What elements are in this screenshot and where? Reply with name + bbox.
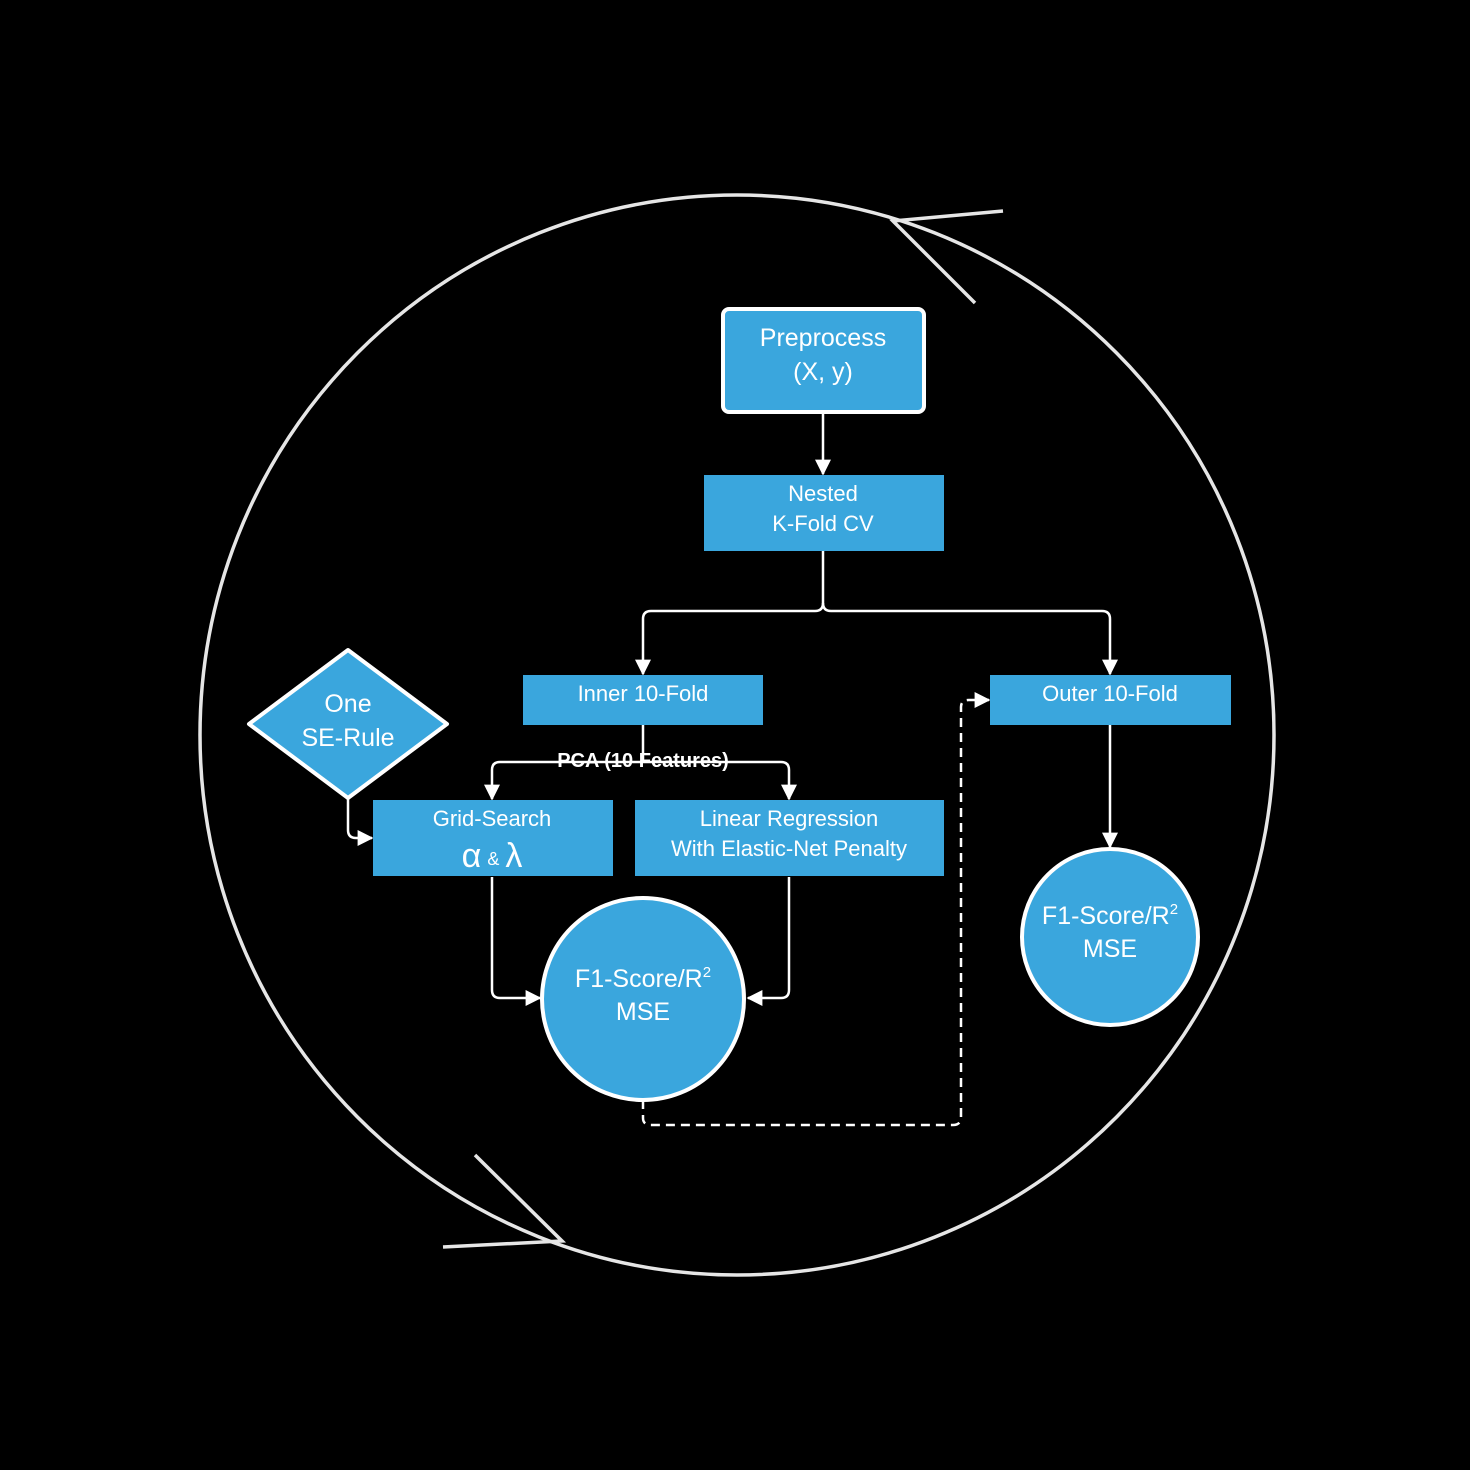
one-se-rule-node: One SE-Rule — [247, 648, 449, 800]
edge-se-rule-to-grid-search — [346, 798, 374, 846]
alpha-symbol: α — [462, 837, 482, 875]
svg-text:Nested: Nested — [788, 481, 858, 506]
outer-metrics-node: F1-Score/R2 MSE — [1020, 847, 1200, 1027]
svg-text:K-Fold CV: K-Fold CV — [772, 511, 874, 536]
svg-text:MSE: MSE — [1083, 935, 1137, 963]
edge-grid-search-to-inner-metrics — [490, 877, 542, 1006]
lambda-symbol: λ — [505, 837, 522, 875]
svg-text:Linear Regression: Linear Regression — [700, 806, 879, 831]
nested-kfold-node: Nested K-Fold CV — [704, 475, 944, 551]
svg-text:One: One — [324, 690, 371, 718]
grid-search-node: Grid-Search α&λ — [373, 800, 613, 876]
edge-pca-to-grid-search — [484, 760, 643, 801]
svg-text:F1-Score/R2: F1-Score/R2 — [1042, 901, 1178, 930]
outer-fold-node: Outer 10-Fold — [990, 675, 1231, 725]
edge-nested-to-outer — [821, 602, 1118, 676]
svg-text:SE-Rule: SE-Rule — [301, 724, 394, 752]
svg-text:(X, y): (X, y) — [793, 358, 853, 386]
svg-text:F1-Score/R2: F1-Score/R2 — [575, 964, 711, 993]
cycle-arrowhead-top — [889, 209, 1004, 305]
pca-label: PCA (10 Features) — [557, 750, 729, 772]
edge-nested-to-inner — [635, 551, 825, 676]
preprocess-node: Preprocess (X, y) — [721, 307, 926, 414]
svg-text:Grid-Search: Grid-Search — [433, 806, 552, 831]
cycle-arrowhead-bottom — [442, 1153, 567, 1249]
svg-text:Preprocess: Preprocess — [760, 324, 886, 352]
edge-pca-to-linear-regression — [643, 760, 797, 801]
svg-text:Outer 10-Fold: Outer 10-Fold — [1042, 681, 1178, 706]
svg-text:α&λ: α&λ — [462, 837, 523, 875]
ampersand: & — [487, 849, 499, 869]
cycle-loop — [198, 193, 1276, 1277]
inner-fold-node: Inner 10-Fold — [523, 675, 763, 725]
svg-text:With Elastic-Net Penalty: With Elastic-Net Penalty — [671, 836, 907, 861]
edge-inner-metrics-to-outer-fold-dashed — [641, 692, 991, 1127]
svg-text:Inner 10-Fold: Inner 10-Fold — [578, 681, 709, 706]
linear-regression-node: Linear Regression With Elastic-Net Penal… — [635, 800, 944, 876]
edge-linear-regression-to-inner-metrics — [746, 877, 791, 1006]
inner-metrics-node: F1-Score/R2 MSE — [540, 896, 746, 1102]
svg-text:MSE: MSE — [616, 998, 670, 1026]
